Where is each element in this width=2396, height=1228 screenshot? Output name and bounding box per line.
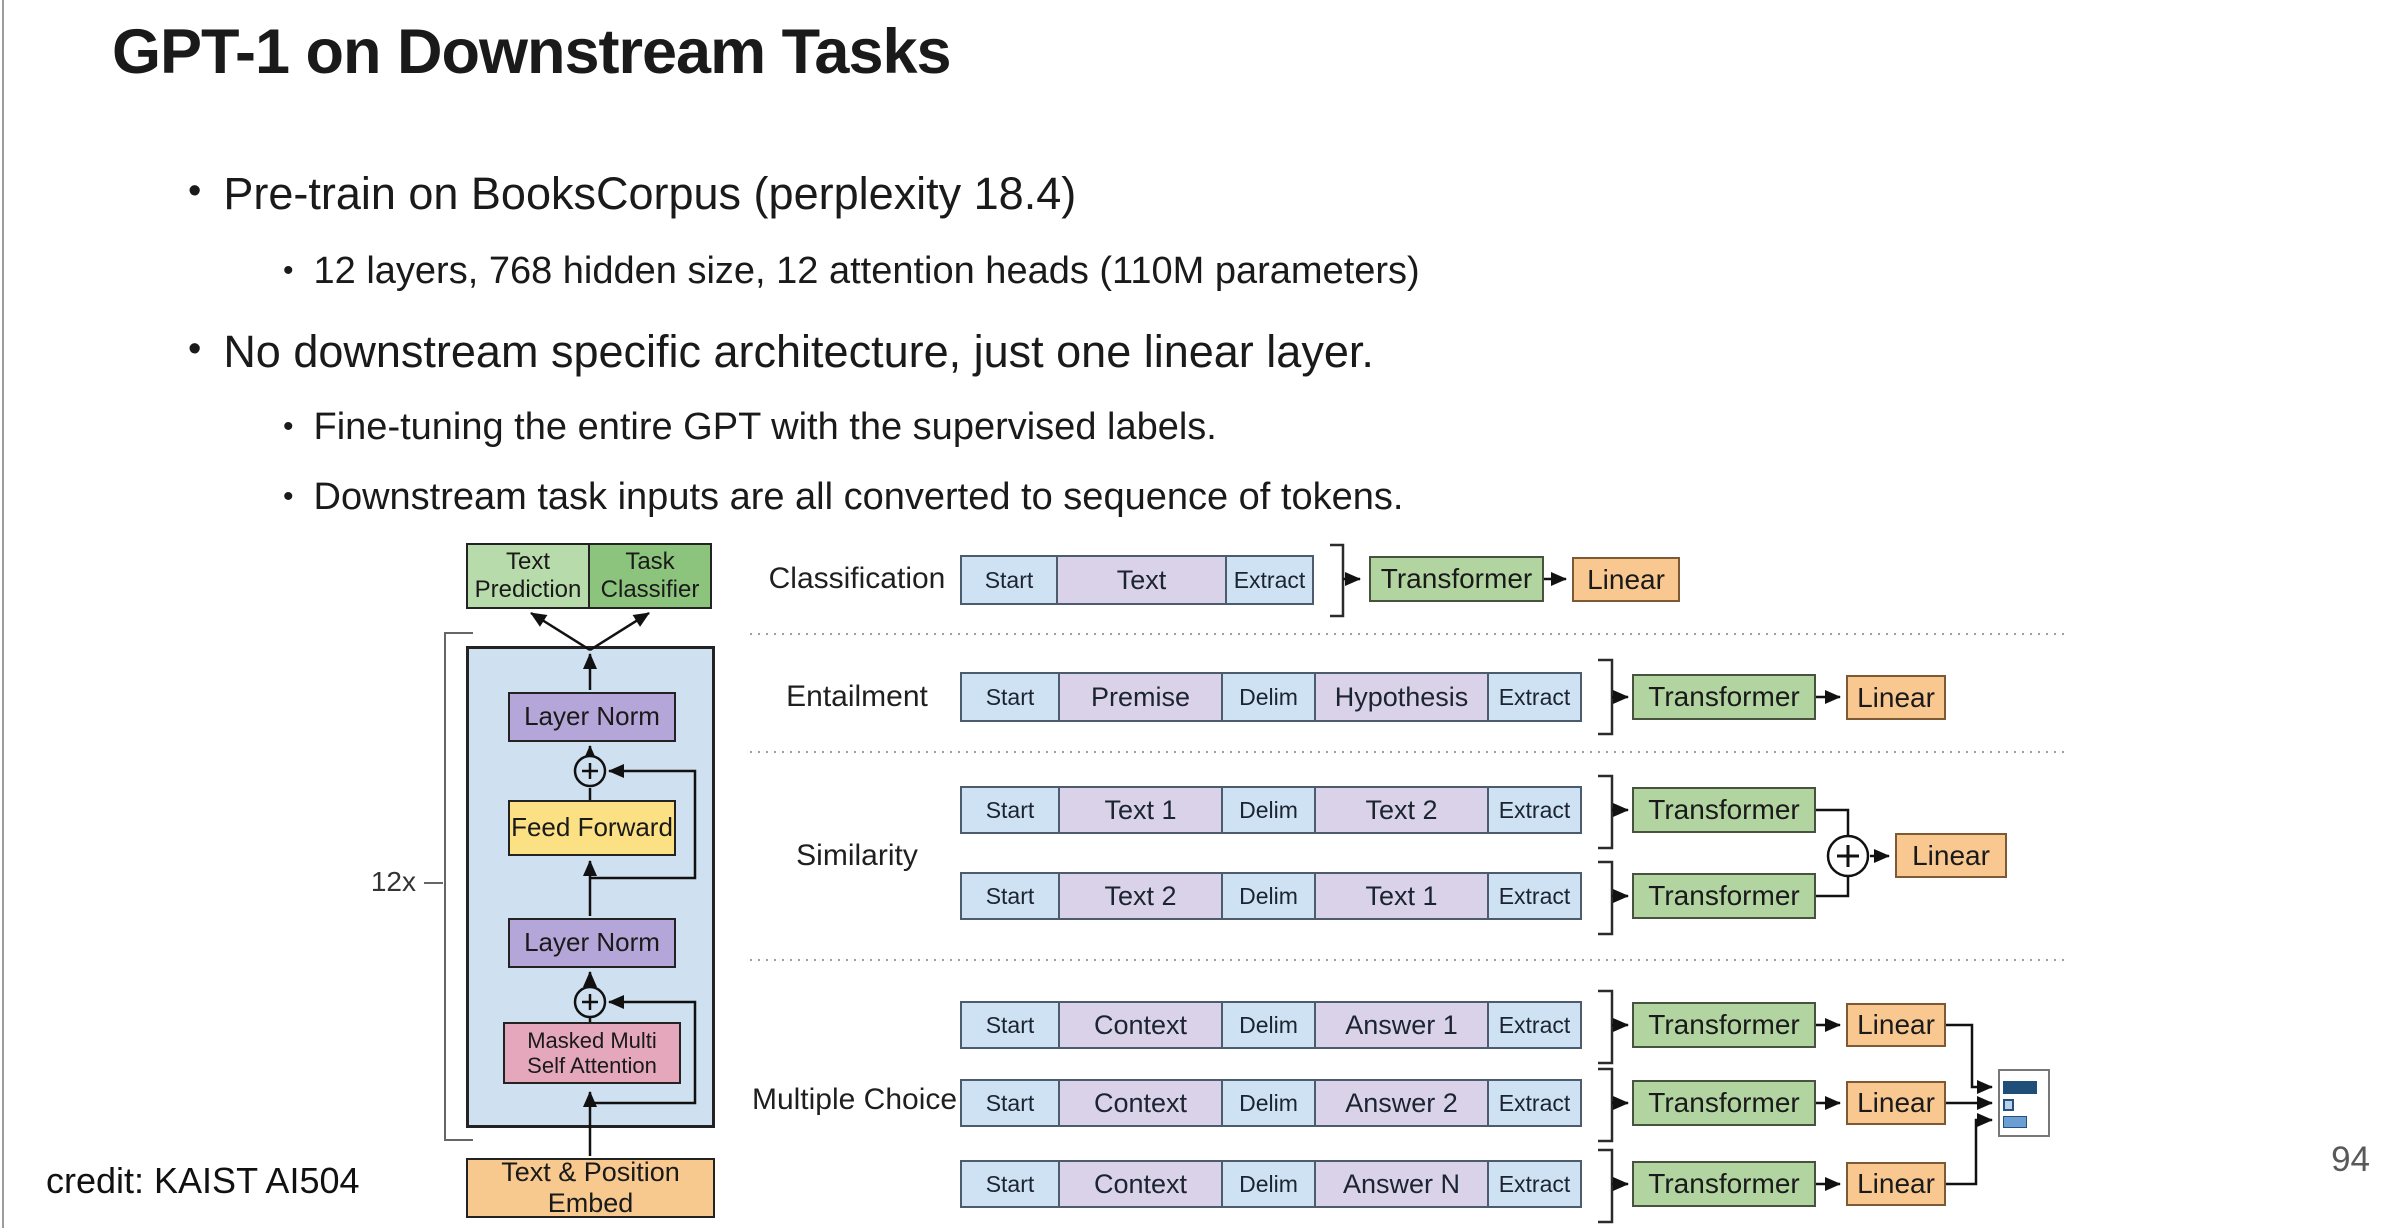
token-cell: Extract xyxy=(1487,1001,1582,1049)
task-label-classification: Classification xyxy=(768,562,946,595)
token-cell: Start xyxy=(960,1079,1060,1127)
bullet-text: Pre-train on BooksCorpus (perplexity 18.… xyxy=(223,168,1077,219)
transformer-box: Transformer xyxy=(1632,1080,1816,1126)
bullet-icon xyxy=(283,476,294,514)
token-cell: Delim xyxy=(1221,672,1316,722)
multiple-choice-token-sequence-3: Start Context Delim Answer N Extract xyxy=(960,1160,1582,1208)
token-cell: Context xyxy=(1058,1001,1223,1049)
linear-box: Linear xyxy=(1846,1162,1946,1206)
credit-text: credit: KAIST AI504 xyxy=(46,1160,360,1201)
bullet-finetuning: Fine-tuning the entire GPT with the supe… xyxy=(283,406,1217,449)
linear-box: Linear xyxy=(1846,1081,1946,1125)
token-cell: Text 2 xyxy=(1314,786,1489,834)
bullet-icon xyxy=(188,168,201,213)
token-cell: Delim xyxy=(1221,786,1316,834)
bullet-no-downstream-arch: No downstream specific architecture, jus… xyxy=(188,326,1374,378)
token-cell: Start xyxy=(960,786,1060,834)
token-cell: Start xyxy=(960,672,1060,722)
transformer-box: Transformer xyxy=(1632,787,1816,833)
token-cell: Premise xyxy=(1058,672,1223,722)
similarity-token-sequence-1: Start Text 1 Delim Text 2 Extract xyxy=(960,786,1582,834)
output-heads: Text Prediction Task Classifier xyxy=(466,543,712,609)
task-label-similarity: Similarity xyxy=(796,839,918,872)
bullet-pretrain: Pre-train on BooksCorpus (perplexity 18.… xyxy=(188,168,1076,220)
multiple-choice-token-sequence-1: Start Context Delim Answer 1 Extract xyxy=(960,1001,1582,1049)
classification-token-sequence: Start Text Extract xyxy=(960,555,1314,605)
bullet-task-inputs: Downstream task inputs are all converted… xyxy=(283,476,1404,519)
token-cell: Extract xyxy=(1487,1160,1582,1208)
token-cell: Delim xyxy=(1221,1079,1316,1127)
bullet-icon xyxy=(283,250,294,288)
score-bar-2 xyxy=(2003,1099,2014,1111)
layer-norm-bottom-box: Layer Norm xyxy=(508,918,676,968)
token-cell: Hypothesis xyxy=(1314,672,1489,722)
bullet-text: Downstream task inputs are all converted… xyxy=(313,476,1404,518)
token-cell: Text xyxy=(1056,555,1227,605)
token-cell: Start xyxy=(960,1001,1060,1049)
bullet-icon xyxy=(283,406,294,444)
layer-norm-top-box: Layer Norm xyxy=(508,692,676,742)
bullet-text: Fine-tuning the entire GPT with the supe… xyxy=(313,406,1217,448)
token-cell: Extract xyxy=(1487,672,1582,722)
token-cell: Answer N xyxy=(1314,1160,1489,1208)
similarity-token-sequence-2: Start Text 2 Delim Text 1 Extract xyxy=(960,872,1582,920)
token-cell: Text 2 xyxy=(1058,872,1223,920)
text-position-embed-box: Text & Position Embed xyxy=(466,1157,715,1218)
multiple-choice-token-sequence-2: Start Context Delim Answer 2 Extract xyxy=(960,1079,1582,1127)
token-cell: Text 1 xyxy=(1314,872,1489,920)
bullet-text: No downstream specific architecture, jus… xyxy=(223,326,1374,377)
token-cell: Extract xyxy=(1225,555,1314,605)
similarity-sum-icon xyxy=(1826,834,1870,878)
token-cell: Extract xyxy=(1487,872,1582,920)
token-cell: Context xyxy=(1058,1079,1223,1127)
task-label-entailment: Entailment xyxy=(786,680,928,713)
token-cell: Extract xyxy=(1487,786,1582,834)
token-cell: Delim xyxy=(1221,872,1316,920)
token-cell: Start xyxy=(960,1160,1060,1208)
task-classifier-head: Task Classifier xyxy=(588,543,712,609)
page-title: GPT-1 on Downstream Tasks xyxy=(112,17,952,87)
linear-box: Linear xyxy=(1572,557,1680,602)
bullet-text: 12 layers, 768 hidden size, 12 attention… xyxy=(313,250,1420,292)
token-cell: Answer 2 xyxy=(1314,1079,1489,1127)
bullet-model-size: 12 layers, 768 hidden size, 12 attention… xyxy=(283,250,1420,293)
token-cell: Delim xyxy=(1221,1160,1316,1208)
linear-box: Linear xyxy=(1846,675,1946,720)
text-prediction-head: Text Prediction xyxy=(466,543,590,609)
repeat-12x-label: 12x xyxy=(370,866,416,897)
linear-box: Linear xyxy=(1846,1003,1946,1047)
entailment-token-sequence: Start Premise Delim Hypothesis Extract xyxy=(960,672,1582,722)
token-cell: Context xyxy=(1058,1160,1223,1208)
transformer-box: Transformer xyxy=(1632,1002,1816,1048)
token-cell: Answer 1 xyxy=(1314,1001,1489,1049)
masked-multi-self-attention-box: Masked Multi Self Attention xyxy=(503,1022,681,1084)
transformer-box: Transformer xyxy=(1632,674,1816,720)
page-number: 94 xyxy=(2331,1140,2370,1179)
linear-box: Linear xyxy=(1895,833,2007,878)
score-bar-3 xyxy=(2003,1116,2027,1128)
token-cell: Text 1 xyxy=(1058,786,1223,834)
token-cell: Start xyxy=(960,872,1060,920)
token-cell: Delim xyxy=(1221,1001,1316,1049)
transformer-box: Transformer xyxy=(1632,1161,1816,1207)
feed-forward-box: Feed Forward xyxy=(508,800,676,856)
transformer-box: Transformer xyxy=(1369,556,1544,602)
token-cell: Extract xyxy=(1487,1079,1582,1127)
token-cell: Start xyxy=(960,555,1058,605)
score-bar-1 xyxy=(2003,1081,2037,1094)
choice-scores-output-box xyxy=(1998,1069,2050,1137)
task-label-multiple-choice: Multiple Choice xyxy=(751,1083,958,1116)
bullet-icon xyxy=(188,326,201,371)
transformer-box: Transformer xyxy=(1632,873,1816,919)
left-edge-line xyxy=(2,0,4,1228)
